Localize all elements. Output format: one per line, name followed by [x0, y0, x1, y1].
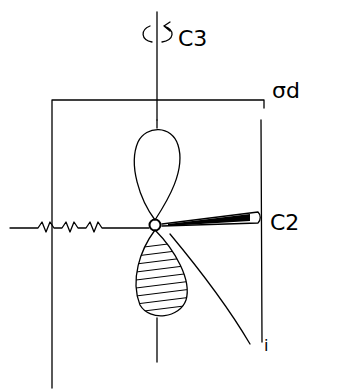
rotation-arrow — [143, 22, 172, 42]
symmetry-label: C2 — [270, 212, 299, 234]
symmetry-label: C3 — [178, 28, 207, 50]
rotation-axis — [156, 12, 157, 120]
c2-axis — [10, 222, 149, 232]
mirror-plane — [261, 120, 262, 342]
symmetry-label: σd — [272, 80, 300, 102]
orbital-lobe — [134, 130, 180, 220]
rotation-axis — [156, 318, 157, 362]
rotation-axis — [156, 120, 157, 128]
guide-line — [170, 234, 250, 344]
lobe-hatching — [120, 240, 200, 322]
cone-shading — [168, 214, 250, 226]
symmetry-label: i — [264, 338, 268, 354]
nucleus-dot — [150, 220, 161, 231]
mirror-plane — [52, 100, 264, 388]
axis-cone — [162, 212, 260, 226]
